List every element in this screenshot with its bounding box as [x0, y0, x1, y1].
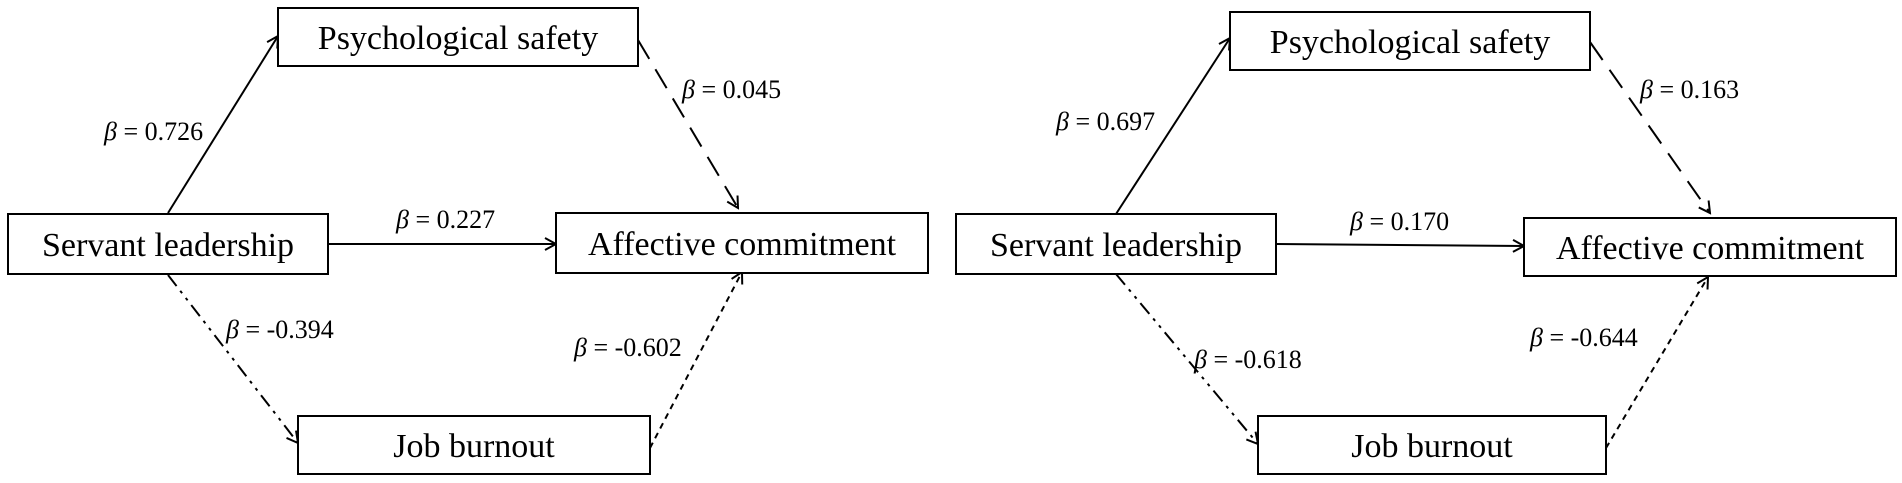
node-label: Affective commitment [588, 226, 897, 263]
node-label: Servant leadership [42, 227, 294, 264]
coef-ps-to-ac: β = 0.045 [681, 75, 781, 104]
path-arrow-ps-to-ac [637, 39, 738, 208]
path-arrow-ps-to-ac [1589, 41, 1710, 213]
node-job-burnout: Job burnout [297, 415, 651, 475]
coef-jb-to-ac: β = -0.602 [573, 333, 682, 362]
coef-sl-to-jb: β = -0.618 [1193, 345, 1302, 374]
path-arrow-sl-to-ps [1115, 38, 1230, 215]
coef-sl-to-ps: β = 0.726 [103, 117, 203, 146]
node-label: Psychological safety [318, 20, 598, 57]
node-affective-commitment: Affective commitment [555, 212, 929, 274]
coef-sl-to-jb: β = -0.394 [225, 315, 334, 344]
path-arrow-sl-to-ac [1275, 244, 1524, 246]
node-label: Job burnout [393, 428, 555, 465]
node-psychological-safety: Psychological safety [1229, 11, 1591, 71]
coef-jb-to-ac: β = -0.644 [1529, 323, 1638, 352]
coef-sl-to-ps: β = 0.697 [1055, 107, 1155, 136]
node-label: Affective commitment [1556, 230, 1865, 267]
coef-sl-to-ac: β = 0.227 [395, 205, 495, 234]
node-psychological-safety: Psychological safety [277, 7, 639, 67]
model-panel-2: Psychological safety Servant leadership … [955, 11, 1897, 475]
node-label: Servant leadership [990, 227, 1242, 264]
path-arrow-jb-to-ac [649, 272, 742, 449]
node-servant-leadership: Servant leadership [955, 213, 1277, 275]
coef-sl-to-ac: β = 0.170 [1349, 207, 1449, 236]
node-label: Job burnout [1351, 428, 1513, 465]
node-servant-leadership: Servant leadership [7, 213, 329, 275]
node-label: Psychological safety [1270, 24, 1550, 61]
node-affective-commitment: Affective commitment [1523, 217, 1897, 277]
model-panel-1: Psychological safety Servant leadership … [7, 7, 929, 475]
node-job-burnout: Job burnout [1257, 415, 1607, 475]
path-arrow-sl-to-jb [167, 274, 298, 443]
path-arrow-jb-to-ac [1605, 277, 1708, 449]
path-arrow-sl-to-ps [167, 36, 278, 214]
coef-ps-to-ac: β = 0.163 [1639, 75, 1739, 104]
